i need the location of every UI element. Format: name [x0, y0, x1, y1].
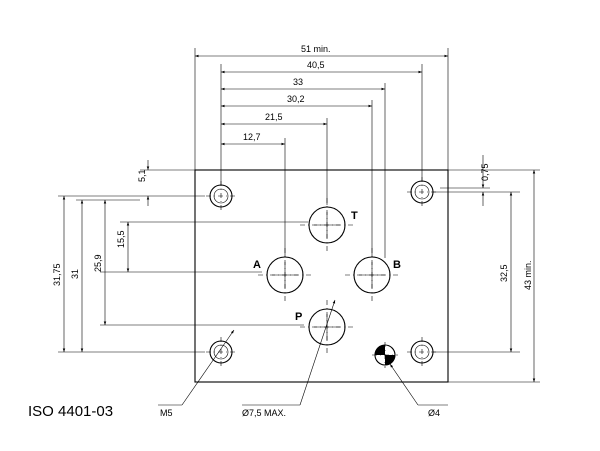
port-b: B — [345, 248, 401, 302]
port-label-a: A — [253, 259, 261, 271]
dimension-label-43: 43 min. — [523, 260, 533, 290]
standard-label: ISO 4401-03 — [28, 403, 113, 420]
mounting-hole-bottom-right — [407, 337, 437, 367]
port-t: T — [300, 198, 358, 252]
dimension-label-31: 31 — [70, 269, 80, 279]
callout-port-dia: Ø7,5 MAX. — [242, 408, 286, 418]
leader-port-dia — [299, 299, 336, 406]
dimension-label-0-75: 0,75 — [480, 163, 490, 181]
port-label-t: T — [351, 210, 358, 222]
port-a: A — [253, 248, 312, 302]
leader-pin-dia — [389, 363, 419, 406]
dimension-label-30-2: 30,2 — [287, 94, 305, 104]
dimension-label-31-75: 31,75 — [52, 263, 62, 286]
callout-pin-dia: Ø4 — [428, 408, 440, 418]
callouts: M5 Ø7,5 MAX. Ø4 — [158, 299, 448, 418]
horizontal-dimensions: 51 min. 40,5 33 30,2 21,5 12,7 — [194, 44, 449, 272]
dimension-label-12-7: 12,7 — [243, 132, 261, 142]
dimension-label-40-5: 40,5 — [307, 60, 325, 70]
callout-m5: M5 — [160, 408, 173, 418]
mounting-hole-top-left — [206, 181, 236, 211]
dimension-label-25-9: 25,9 — [93, 254, 103, 272]
mounting-holes — [206, 177, 437, 367]
dimension-label-15-5: 15,5 — [116, 230, 126, 248]
dimension-label-21-5: 21,5 — [265, 112, 283, 122]
ports: T A B P — [253, 198, 401, 354]
locating-pin — [372, 342, 398, 368]
port-label-p: P — [295, 311, 302, 323]
dimension-label-51: 51 min. — [301, 44, 331, 54]
port-p: P — [295, 300, 354, 354]
mounting-hole-top-right — [407, 177, 437, 207]
mounting-plate-outline — [194, 169, 449, 383]
left-vertical-dimensions: 5,1 15,5 25,9 31 31,75 — [52, 160, 308, 353]
right-vertical-dimensions: 0,75 32,5 43 min. — [422, 155, 540, 383]
mounting-hole-bottom-left — [206, 337, 236, 367]
port-label-b: B — [393, 259, 401, 271]
dimension-label-5-1: 5,1 — [137, 169, 147, 182]
dimension-label-33: 33 — [293, 77, 303, 87]
leader-m5 — [181, 329, 235, 406]
dimension-label-32-5: 32,5 — [499, 264, 509, 282]
